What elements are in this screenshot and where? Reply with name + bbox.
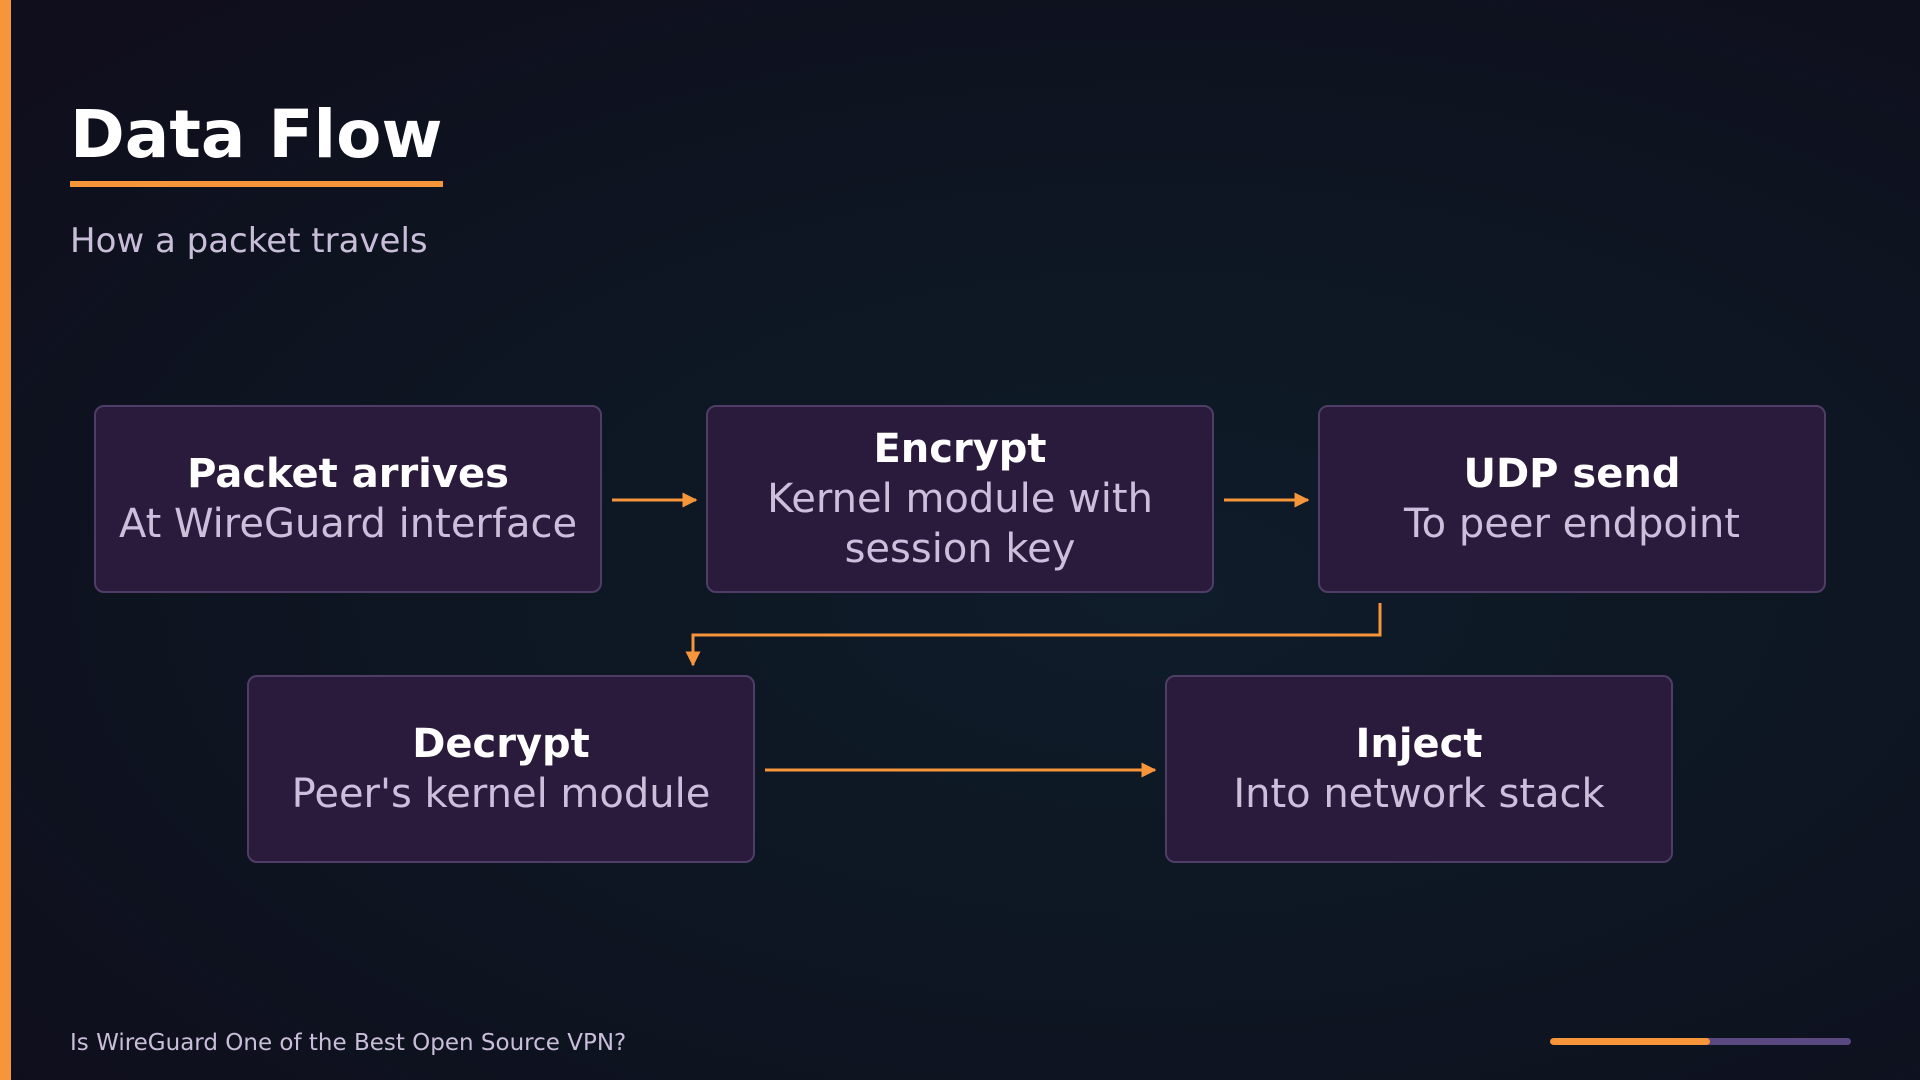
step-description: Kernel module with session key (767, 476, 1153, 572)
step-title: UDP send (1463, 451, 1681, 497)
step-title: Decrypt (412, 721, 590, 767)
arrow-udp-to-decrypt (685, 603, 1382, 667)
step-title: Inject (1355, 721, 1483, 767)
slide-progress-bar (1550, 1038, 1851, 1045)
step-title: Packet arrives (187, 451, 509, 497)
footer-title: Is WireGuard One of the Best Open Source… (70, 1030, 627, 1056)
flow-step-inject: Inject Into network stack (1165, 675, 1673, 863)
step-description: Into network stack (1233, 771, 1605, 817)
step-description: To peer endpoint (1404, 501, 1740, 547)
step-title: Encrypt (873, 426, 1047, 472)
step-description: Peer's kernel module (291, 771, 711, 817)
flow-step-decrypt: Decrypt Peer's kernel module (247, 675, 755, 863)
slide-progress-fill (1550, 1038, 1710, 1045)
flow-step-udp-send: UDP send To peer endpoint (1318, 405, 1826, 593)
slide-title: Data Flow (70, 96, 443, 173)
slide-subtitle: How a packet travels (70, 221, 428, 261)
accent-bar (0, 0, 11, 1080)
step-description: At WireGuard interface (118, 501, 578, 547)
flow-step-packet-arrives: Packet arrives At WireGuard interface (94, 405, 602, 593)
flow-step-encrypt: Encrypt Kernel module with session key (706, 405, 1214, 593)
title-underline (70, 181, 443, 187)
